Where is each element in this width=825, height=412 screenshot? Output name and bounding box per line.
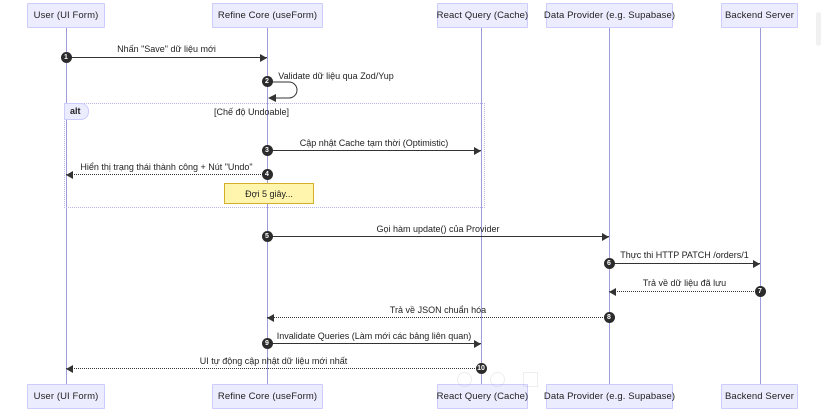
message-number-10: 10 <box>475 362 487 374</box>
participant-box-top-rquery[interactable]: React Query (Cache) <box>437 3 528 28</box>
message-number-2: 2 <box>261 76 273 87</box>
message-arrowhead-5 <box>602 232 609 241</box>
zoom-out-icon[interactable] <box>490 372 505 387</box>
diagram-toolbar[interactable] <box>457 372 538 387</box>
lifeline-backend <box>760 28 761 384</box>
message-number-1: 1 <box>60 51 72 63</box>
participant-box-bottom-backend[interactable]: Backend Server <box>721 384 798 409</box>
message-label-1: Nhấn "Save" dữ liệu mới <box>117 44 216 54</box>
message-label-7: Trả về dữ liệu đã lưu <box>642 278 727 288</box>
message-line-9 <box>267 343 481 344</box>
zoom-in-icon[interactable] <box>457 372 472 387</box>
message-label-2: Validate dữ liệu qua Zod/Yup <box>278 71 394 81</box>
message-arrowhead-10 <box>66 364 73 373</box>
message-line-1 <box>66 57 267 58</box>
alt-fragment-tag: alt <box>64 103 89 120</box>
message-number-4: 4 <box>261 168 273 180</box>
message-number-9: 9 <box>261 337 273 349</box>
participant-box-bottom-provider[interactable]: Data Provider (e.g. Supabase) <box>544 384 675 409</box>
message-arrowhead-7 <box>609 287 616 296</box>
message-label-8: Trả về JSON chuẩn hóa <box>389 305 487 315</box>
message-line-3 <box>267 150 481 151</box>
message-label-10: UI tự động cập nhật dữ liệu mới nhất <box>199 356 348 366</box>
message-number-7: 7 <box>754 285 766 297</box>
download-icon[interactable] <box>523 372 538 387</box>
message-line-5 <box>267 236 609 237</box>
participant-box-bottom-rquery[interactable]: React Query (Cache) <box>437 384 528 409</box>
message-line-8 <box>267 317 609 318</box>
message-arrowhead-4 <box>66 170 73 179</box>
vertical-scrollbar-thumb[interactable] <box>816 12 821 46</box>
message-arrowhead-6 <box>753 259 760 268</box>
message-number-6: 6 <box>603 257 615 269</box>
lifeline-rquery <box>481 28 482 384</box>
message-number-8: 8 <box>603 311 615 323</box>
message-arrowhead-8 <box>267 313 274 322</box>
lifeline-refine <box>267 28 268 384</box>
note-wait-5-seconds: Đợi 5 giây... <box>224 183 314 204</box>
participant-box-top-user[interactable]: User (UI Form) <box>27 3 105 28</box>
message-label-4: Hiển thị trạng thái thành công + Nút "Un… <box>80 162 253 172</box>
message-arrowhead-3 <box>474 146 481 155</box>
message-arrowhead-1 <box>260 53 267 62</box>
message-label-3: Cập nhật Cache tạm thời (Optimistic) <box>299 138 449 148</box>
self-message-arrow-2 <box>268 81 298 102</box>
message-label-9: Invalidate Queries (Làm mới các bảng liê… <box>276 331 472 341</box>
participant-box-top-refine[interactable]: Refine Core (useForm) <box>212 3 323 28</box>
message-line-7 <box>609 291 760 292</box>
message-label-5: Gọi hàm update() của Provider <box>376 224 500 234</box>
message-line-4 <box>66 174 267 175</box>
participant-box-top-provider[interactable]: Data Provider (e.g. Supabase) <box>544 3 675 28</box>
message-arrowhead-9 <box>474 339 481 348</box>
message-number-3: 3 <box>261 144 273 156</box>
message-label-6: Thực thi HTTP PATCH /orders/1 <box>620 250 749 260</box>
alt-fragment-condition: [Chế độ Undoable] <box>214 107 290 117</box>
participant-box-top-backend[interactable]: Backend Server <box>721 3 798 28</box>
message-line-10 <box>66 368 481 369</box>
lifeline-provider <box>609 28 610 384</box>
participant-box-bottom-user[interactable]: User (UI Form) <box>27 384 105 409</box>
message-line-6 <box>609 263 760 264</box>
participant-box-bottom-refine[interactable]: Refine Core (useForm) <box>212 384 323 409</box>
lifeline-user <box>66 28 67 384</box>
message-number-5: 5 <box>261 230 273 242</box>
alt-fragment-box <box>64 103 485 208</box>
